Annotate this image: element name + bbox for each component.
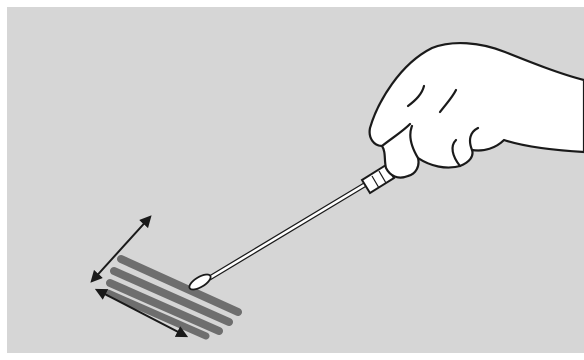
illustration-canvas bbox=[0, 0, 584, 360]
swab-streak-illustration bbox=[0, 0, 584, 360]
